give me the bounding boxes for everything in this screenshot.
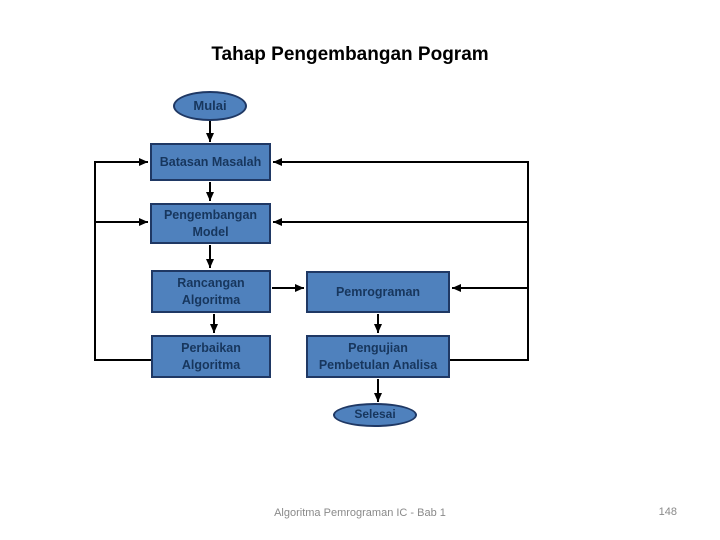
node-label-perbaikan-algoritma: Perbaikan Algoritma — [181, 341, 241, 372]
node-label-start: Mulai — [193, 98, 227, 114]
flowchart-node-perbaikan-algoritma: Perbaikan Algoritma — [151, 335, 271, 378]
node-label-pengembangan-model: Pengembangan Model — [163, 208, 258, 239]
flowchart-node-pengembangan-model: Pengembangan Model — [150, 203, 271, 244]
node-label-rancangan-algoritma: Rancangan Algoritma — [177, 276, 245, 307]
node-label-pemrograman: Pemrograman — [335, 284, 421, 299]
flowchart-node-end: Selesai — [333, 403, 417, 427]
flowchart-node-rancangan-algoritma: Rancangan Algoritma — [151, 270, 271, 313]
flowchart-node-pemrograman: Pemrograman — [306, 271, 450, 313]
node-label-end: Selesai — [354, 407, 396, 422]
edge-feedback-left-perbaikan-to-batasan — [94, 158, 151, 361]
slide-footer: Algoritma Pemrograman IC - Bab 1 — [274, 507, 446, 519]
node-label-pengujian-pembetulan-analisa: Pengujian Pembetulan Analisa — [318, 341, 438, 372]
flowchart-node-pengujian-pembetulan-analisa: Pengujian Pembetulan Analisa — [306, 335, 450, 378]
page-number: 148 — [658, 506, 677, 518]
edge-feedback-right-pengujian-to-batasan — [273, 158, 529, 361]
flowchart-node-batasan-masalah: Batasan Masalah — [150, 143, 271, 181]
node-label-batasan-masalah: Batasan Masalah — [159, 154, 262, 169]
flowchart-node-start: Mulai — [173, 91, 247, 121]
slide-title: Tahap Pengembangan Pogram — [211, 44, 489, 65]
